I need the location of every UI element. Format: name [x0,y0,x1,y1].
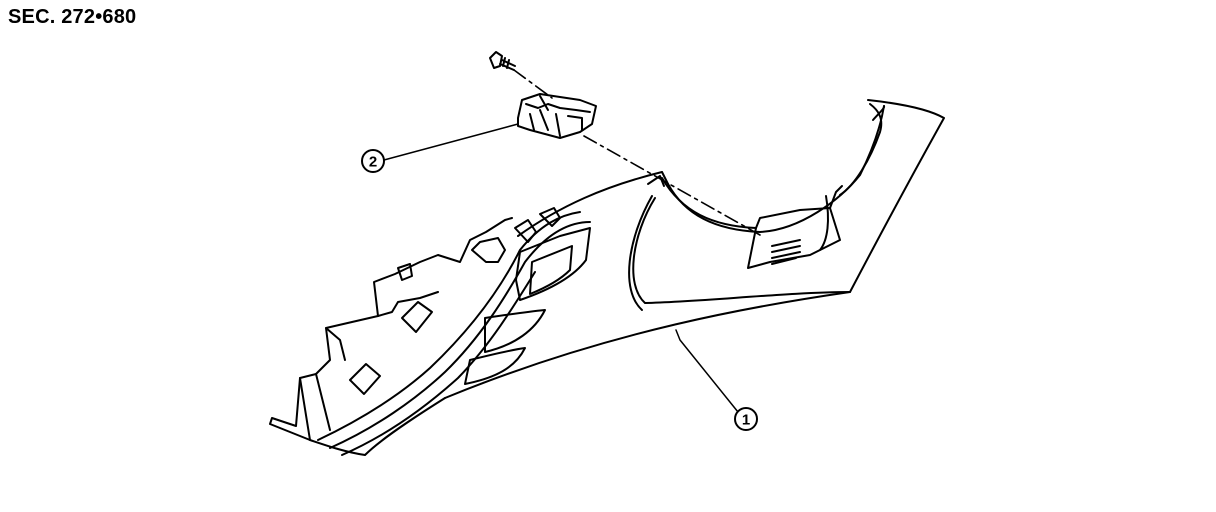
callout-2: 2 [361,149,385,173]
leader-line-1 [675,329,739,413]
assembly-guide-line [513,69,761,236]
callout-1-number: 1 [742,412,750,429]
callout-1: 1 [734,407,758,431]
clip-screw [489,51,516,71]
instrument-lower-panel [269,99,945,456]
leader-line-2 [383,123,519,161]
callout-2-number: 2 [369,154,377,171]
sensor-bracket [517,93,597,139]
section-reference: SEC. 272•680 [8,6,137,28]
